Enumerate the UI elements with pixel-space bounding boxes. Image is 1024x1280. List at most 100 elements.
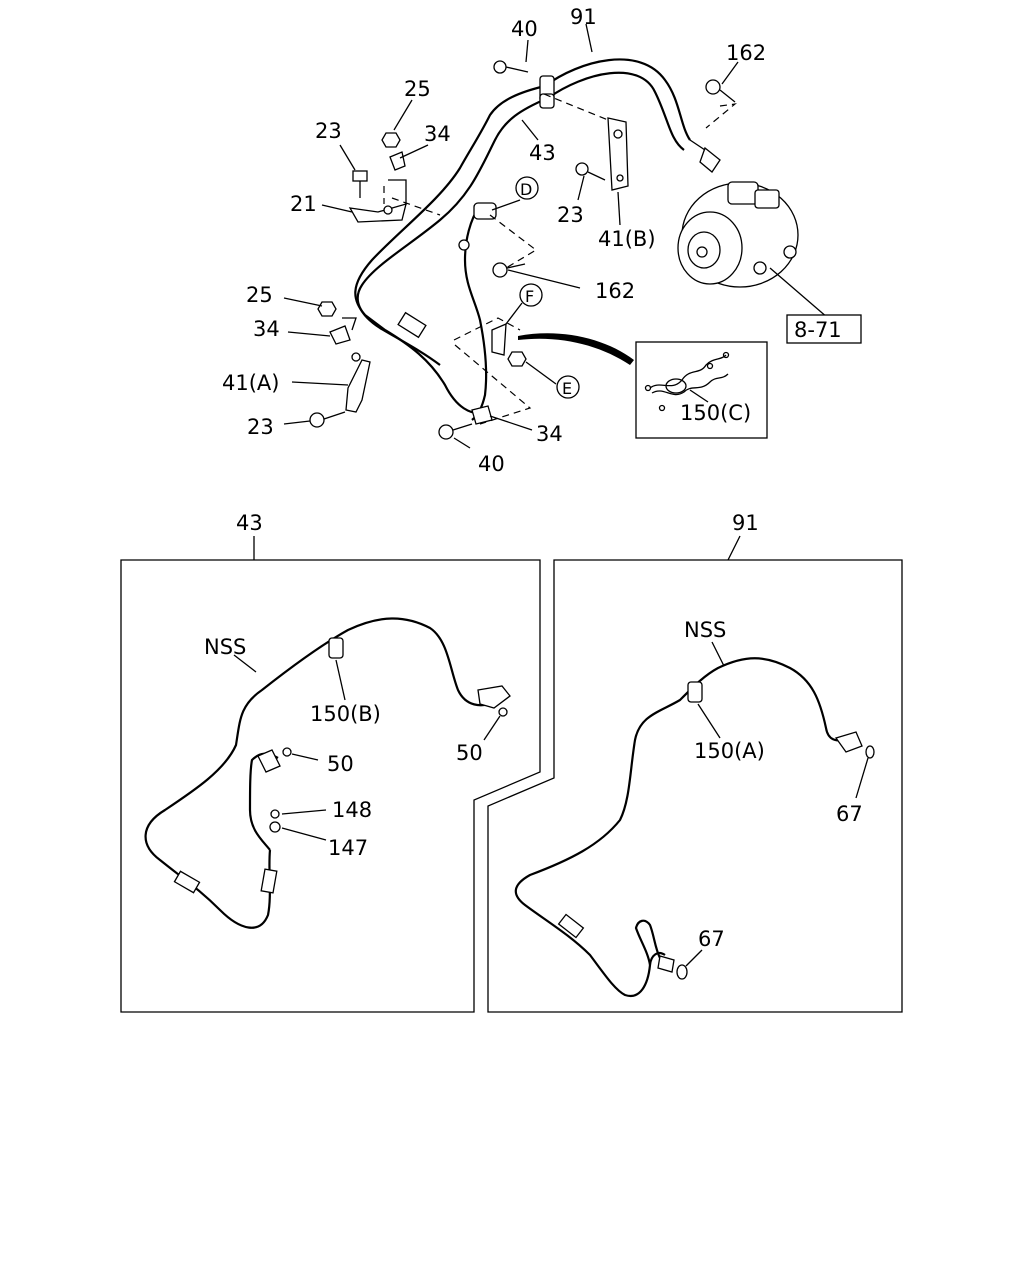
detail-91-nss: NSS [684,618,726,642]
leader-21 [321,204,353,213]
detail-43-pipe [144,617,501,929]
detail-91-67-upper: 67 [836,802,863,826]
marker-f [519,283,543,307]
guide-4 [453,317,521,341]
nut-25-top [381,132,401,148]
clip-34-mid [329,317,357,345]
detail-43-150b: 150(B) [310,702,381,726]
callout-41b: 41(B) [598,227,656,251]
bracket-41b-hole-2 [616,174,624,182]
detail-43-title: 43 [236,511,263,535]
detail-91-150a: 150(A) [694,739,765,763]
bolt-23-bot [309,411,346,428]
detail-43-hose-fitting-1 [173,870,201,894]
bolt-23-mid [575,162,606,181]
inset-pointer [518,333,634,365]
bolt-40-bot [438,423,473,440]
marker-e-label: E [562,379,572,398]
clamp-upper [539,93,555,109]
detail-43-nss: NSS [204,635,246,659]
leader-40-bot [453,437,471,449]
main-exploded-view: 8-71 [222,5,862,476]
detail-43-50-left: 50 [327,752,354,776]
detail-43-part-147 [269,821,281,833]
bolt-162-top [705,79,736,103]
inset-box [635,341,768,439]
bolt-23-top [352,170,368,198]
leader-43-148 [281,809,327,815]
leader-23-bot [283,420,311,425]
leader-25-mid [283,297,323,307]
detail-43-50-right: 50 [456,741,483,765]
leader-23-top [339,144,356,171]
leader-34-top [399,144,429,159]
marker-d-label: D [520,180,532,199]
detail-91-clamp-150a [687,681,703,703]
detail-43-147: 147 [328,836,368,860]
detail-43-oring-right [498,707,508,717]
leader-91-67-upper [855,757,869,799]
inset-label: 150(C) [680,401,751,425]
pipe-91-lower [354,84,546,331]
callout-23-bot: 23 [247,415,274,439]
leader-91-67-lower [685,949,703,967]
callout-23-top: 23 [315,119,342,143]
callout-162-mid: 162 [595,279,635,303]
callout-40-top: 40 [511,17,538,41]
leader-f [505,302,523,325]
detail-43: 43 NSS 150(B) 50 50 148 147 [120,511,541,1013]
callout-21: 21 [290,192,317,216]
detail-43-clamp-150b [328,637,344,659]
marker-f-label: F [525,287,534,306]
detail-43-part-148 [270,809,280,819]
detail-91: 91 NSS 150(A) 67 67 [487,511,903,1013]
bracket-41b-hole [613,129,623,139]
clip-34-bot [471,405,493,425]
detail-43-frame [120,559,541,1013]
hose-fitting [397,311,427,339]
leader-43-50-right [483,715,501,741]
detail-91-title: 91 [732,511,759,535]
detail-91-oring-upper [865,745,875,759]
detail-91-end-fitting-upper [834,731,863,753]
pipe-91-inner [547,71,685,151]
hose-segment-left [384,329,491,415]
leader-34-mid [287,331,331,337]
leader-23-mid [577,175,585,201]
clip-34-top [389,151,406,171]
bolt-162-mid [492,262,526,278]
callout-162-top: 162 [726,41,766,65]
detail-43-end-fitting-left [257,749,281,773]
pipe-vertical [463,204,488,421]
detail-91-oring-lower [676,964,688,980]
leader-40-top [525,39,529,63]
guide-2 [489,214,538,269]
callout-23-mid: 23 [557,203,584,227]
fitting-ring [458,239,470,251]
bracket-21 [348,179,407,223]
ref-box-label: 8-71 [794,318,842,342]
detail-91-end-fitting-lower [657,955,675,973]
leader-91-150a [697,703,721,739]
detail-43-end-fitting-right [477,685,511,709]
leader-34-bot [489,415,533,431]
pipe-91 [544,58,691,141]
ac-compressor [677,139,799,288]
pipe-43 [356,96,549,366]
leader-43-top [521,119,539,141]
callout-41a: 41(A) [222,371,279,395]
callout-34-bot: 34 [536,422,563,446]
detail-43-oring-left [282,747,292,757]
marker-e [556,375,580,399]
callout-43-top: 43 [529,141,556,165]
detail-91-pipe [514,657,851,998]
leader-150c [689,389,709,403]
callout-40-bot: 40 [478,452,505,476]
callout-25-top: 25 [404,77,431,101]
leader-91-nss [711,641,725,667]
leader-41b [617,191,621,226]
detail-91-pipe-hook [634,919,661,966]
callout-25-mid: 25 [246,283,273,307]
guide-1 [391,197,441,216]
